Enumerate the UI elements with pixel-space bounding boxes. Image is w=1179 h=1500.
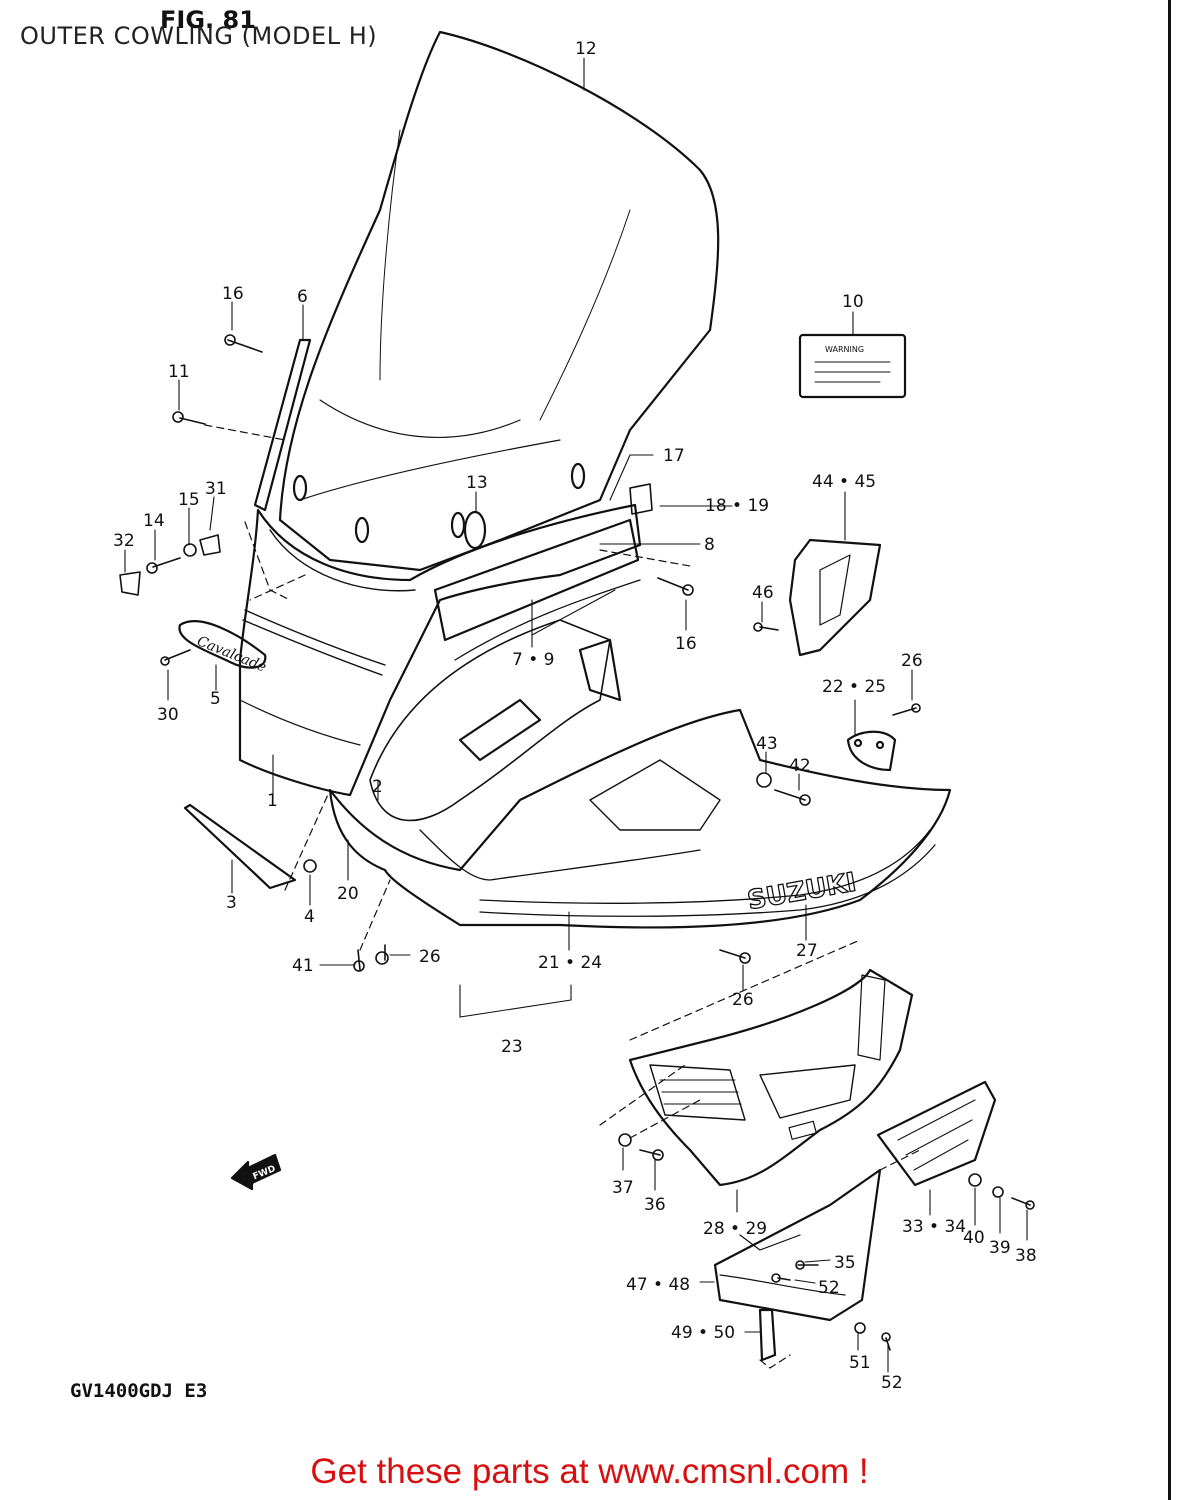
callout-33-34: 33 • 34 <box>902 1217 966 1237</box>
callout-39: 39 <box>989 1238 1011 1258</box>
callout-49-50: 49 • 50 <box>671 1323 735 1343</box>
callout-12: 12 <box>575 39 597 59</box>
callout-16: 16 <box>222 284 244 304</box>
callout-1: 1 <box>267 791 278 811</box>
callout-46: 46 <box>752 583 774 603</box>
fwd-arrow <box>230 1153 282 1191</box>
callout-22-25: 22 • 25 <box>822 677 886 697</box>
callout-41: 41 <box>292 956 314 976</box>
callout-31: 31 <box>205 479 227 499</box>
callout-18-19: 18 • 19 <box>705 496 769 516</box>
callout-30: 30 <box>157 705 179 725</box>
callout-47-48: 47 • 48 <box>626 1275 690 1295</box>
emblem-plate <box>178 620 267 669</box>
callout-23: 23 <box>501 1037 523 1057</box>
callout-21-24: 21 • 24 <box>538 953 602 973</box>
callout-5: 5 <box>210 689 221 709</box>
callout-26: 26 <box>419 947 441 967</box>
callout-7-9: 7 • 9 <box>512 650 554 670</box>
callout-32: 32 <box>113 531 135 551</box>
callout-28-29: 28 • 29 <box>703 1219 767 1239</box>
callout-15: 15 <box>178 490 200 510</box>
callout-38: 38 <box>1015 1246 1037 1266</box>
model-code: GV1400GDJ E3 <box>70 1380 208 1402</box>
suzuki-logo: SUZUKI <box>745 868 858 917</box>
callout-36: 36 <box>644 1195 666 1215</box>
callout-40: 40 <box>963 1228 985 1248</box>
windscreen <box>278 30 720 572</box>
callout-42: 42 <box>789 756 811 776</box>
callout-6: 6 <box>297 287 308 307</box>
lower-cowl-panel <box>328 708 952 929</box>
callout-27: 27 <box>796 941 818 961</box>
callout-26: 26 <box>732 990 754 1010</box>
figure-number: FIG. 81 <box>160 6 256 34</box>
callout-44-45: 44 • 45 <box>812 472 876 492</box>
callout-43: 43 <box>756 734 778 754</box>
callout-8: 8 <box>704 535 715 555</box>
upper-cowling <box>238 503 642 797</box>
emblem-text: Cavalcade <box>195 633 269 675</box>
callout-16: 16 <box>675 634 697 654</box>
callout-37: 37 <box>612 1178 634 1198</box>
callout-10: 10 <box>842 292 864 312</box>
grommet-13 <box>463 510 487 550</box>
callout-14: 14 <box>143 511 165 531</box>
callout-17: 17 <box>663 446 685 466</box>
callout-13: 13 <box>466 473 488 493</box>
callout-20: 20 <box>337 884 359 904</box>
callout-52: 52 <box>881 1373 903 1393</box>
callout-2: 2 <box>372 777 383 797</box>
callout-26: 26 <box>901 651 923 671</box>
warning-label-text: WARNING <box>825 345 864 354</box>
figure-caption: OUTER COWLING (MODEL H) <box>20 22 378 50</box>
lower-fairing <box>628 968 914 1187</box>
callout-51: 51 <box>849 1353 871 1373</box>
callout-11: 11 <box>168 362 190 382</box>
callout-52: 52 <box>818 1278 840 1298</box>
callout-35: 35 <box>834 1253 856 1273</box>
callout-4: 4 <box>304 907 315 927</box>
page-edge-rule <box>1168 0 1171 1500</box>
cmsnl-banner-link[interactable]: Get these parts at www.cmsnl.com ! <box>310 1452 869 1491</box>
callout-3: 3 <box>226 893 237 913</box>
